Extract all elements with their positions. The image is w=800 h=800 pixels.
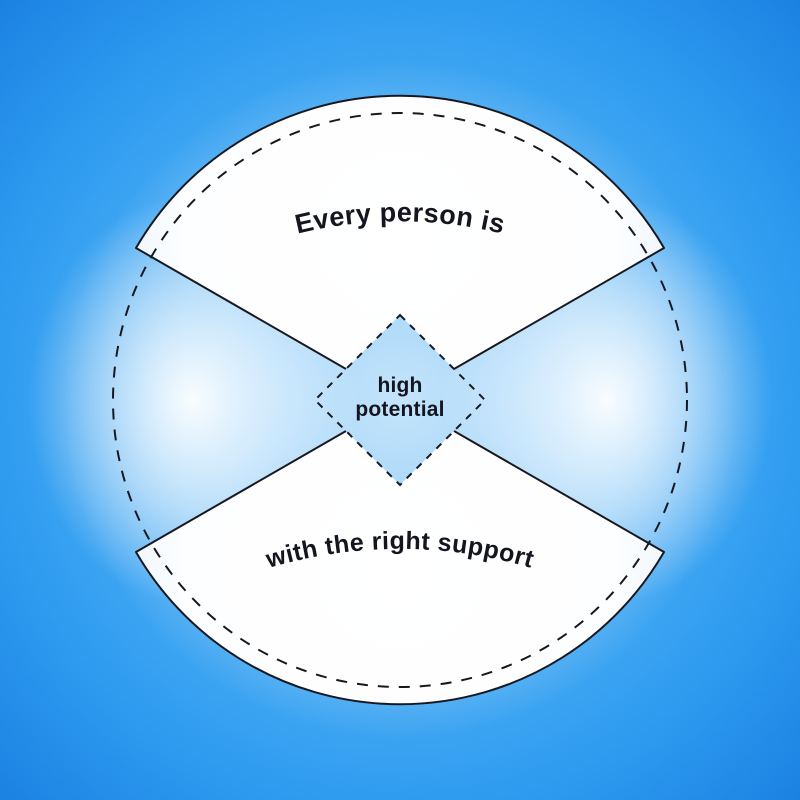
diagram-canvas: Every person is high potential with the … — [0, 0, 800, 800]
grain-overlay — [0, 0, 800, 800]
diagram-stage: Every person is high potential with the … — [0, 0, 800, 800]
